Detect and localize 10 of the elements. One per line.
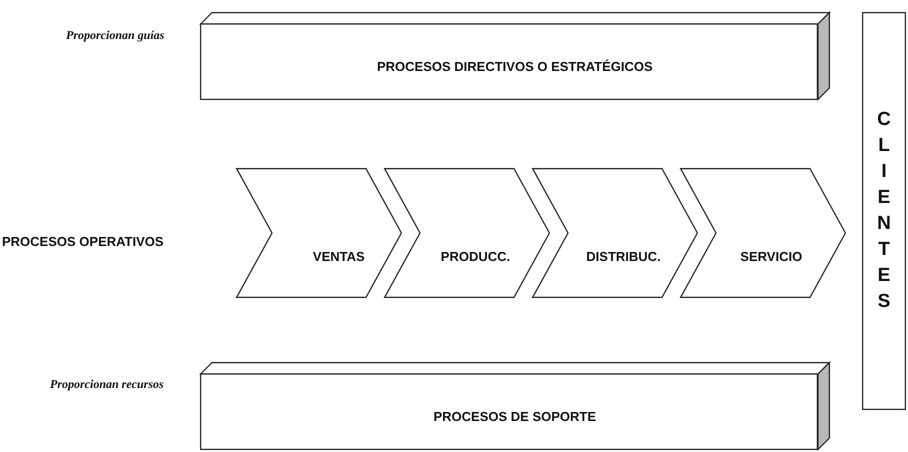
- process-label: DISTRIBUC.: [586, 248, 661, 264]
- row-heading: PROCESOS OPERATIVOS: [2, 234, 164, 249]
- process-label: SERVICIO: [740, 248, 802, 264]
- process-label: PROCESOS DE SOPORTE: [434, 409, 596, 424]
- vertical-heading: CLIENTES: [876, 108, 892, 314]
- process-label: VENTAS: [312, 248, 365, 264]
- side-note: Proporcionan guías: [66, 28, 164, 43]
- process-label: PROCESOS DIRECTIVOS O ESTRATÉGICOS: [377, 59, 653, 74]
- process-label: PRODUCC.: [440, 248, 510, 264]
- side-note: Proporcionan recursos: [50, 377, 164, 392]
